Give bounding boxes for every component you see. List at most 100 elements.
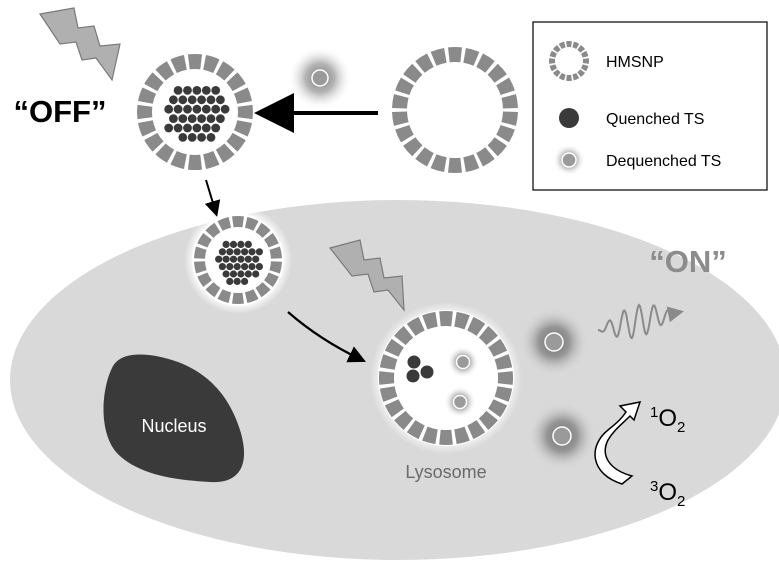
particle-shell-segment [566, 41, 572, 48]
trafficking-arrow [287, 311, 366, 363]
particle-shell-segment [430, 154, 447, 173]
particle-shell-segment [558, 73, 566, 81]
particle-shell-segment [501, 111, 518, 126]
particle-shell-segment [264, 233, 279, 248]
quenched-ts-dot [211, 123, 221, 133]
particle-shell-segment [232, 216, 244, 228]
quenched-ts-dot [201, 86, 211, 95]
particle-shell-segment [255, 222, 271, 238]
particle-shell-segment [392, 111, 409, 126]
quenched-ts-dot [192, 86, 202, 95]
particle-shell-segment [379, 371, 395, 385]
particle-shell-segment [549, 64, 557, 72]
particle-shell-segment [215, 61, 235, 81]
quenched-ts-dot [237, 270, 245, 278]
particle-shell-segment [233, 87, 252, 104]
quenched-ts-dot [206, 114, 216, 123]
particle-shell-segment [422, 426, 438, 445]
quenched-ts-dot [226, 277, 234, 285]
legend-label-dequenched: Dequenched TS [606, 153, 721, 170]
quenched-ts-dot [178, 133, 188, 142]
lysosome-particle [370, 302, 522, 454]
quenched-ts-dot [226, 248, 234, 256]
particle-shell-segment [155, 61, 175, 81]
quenched-ts-dot [197, 95, 207, 105]
particle-shell-segment [197, 233, 212, 248]
quenched-ts-dot [169, 114, 178, 123]
particle-shell-segment [501, 94, 518, 109]
lightning-bolt-icon [328, 239, 405, 312]
particle-shell-segment [395, 77, 414, 96]
particle-shell-segment [237, 104, 254, 120]
dequenched-ts-core [455, 354, 471, 370]
particle-shell-segment [487, 137, 507, 157]
particle-shell-segment [476, 147, 495, 167]
particle-shell-segment [496, 77, 515, 96]
quenched-ts-dot [216, 95, 225, 105]
particle-shell-segment [478, 326, 498, 346]
particle-shell-segment [403, 137, 423, 157]
quenched-ts-dot [420, 365, 434, 379]
particle-shell-segment [552, 69, 561, 78]
particle-shell-segment [406, 316, 425, 336]
particle-shell-segment [232, 292, 244, 304]
particle-shell-segment [384, 338, 404, 357]
particle-shell-segment [187, 53, 203, 70]
particle-shell-segment [233, 120, 252, 137]
particle-shell-segment [379, 354, 398, 370]
triplet-oxygen-label: 3O2 [650, 478, 685, 510]
legend-label-hmsnp: HMSNP [606, 54, 664, 71]
particle-shell-segment [269, 261, 282, 274]
particle-shell-segment [582, 58, 589, 64]
quenched-ts-dot [229, 240, 238, 248]
particle-shell-segment [194, 246, 207, 259]
particle-shell-segment [226, 132, 246, 152]
particle-shell-segment [422, 311, 438, 330]
oxygen-conversion-arrow [594, 401, 642, 485]
quenched-ts-dot [201, 123, 211, 133]
quenched-ts-dot [197, 133, 207, 142]
particle-shell-segment [215, 143, 235, 163]
particle-shell-segment [463, 47, 480, 66]
quenched-ts-dot [241, 248, 249, 256]
particle-shell-segment [566, 74, 572, 81]
quenched-ts-dot [192, 123, 202, 133]
particle-shell-segment [488, 399, 508, 418]
particle-shell-segment [264, 272, 279, 287]
particle-shell-segment [497, 371, 513, 385]
quenched-ts-dot [406, 369, 420, 383]
quenched-ts-dot [215, 255, 223, 263]
legend: HMSNP Quenched TS Dequenched TS [532, 21, 768, 191]
quenched-ts-dot [233, 248, 241, 256]
quenched-ts-dot [211, 86, 221, 95]
quenched-ts-dot [206, 133, 216, 142]
particle-shell-segment [138, 120, 157, 137]
particle-shell-segment [549, 50, 557, 58]
particle-shell-segment [394, 326, 414, 346]
hmsnp-loaded-particle [129, 46, 261, 178]
quenched-ts-dot [229, 255, 238, 263]
quenched-ts-dot [252, 255, 260, 263]
lysosome-label: Lysosome [405, 462, 486, 482]
quenched-ts-dot [222, 270, 230, 278]
quenched-ts-dot [222, 240, 230, 248]
quenched-ts-dot [206, 95, 216, 105]
particle-shell-segment [454, 311, 470, 330]
quenched-ts-dot [183, 123, 192, 133]
particle-shell-segment [415, 53, 434, 73]
quenched-ts-dot [244, 240, 252, 248]
released-dequenched-ts-core [544, 332, 564, 352]
particle-shell-segment [197, 272, 212, 287]
quenched-ts-dot [226, 263, 234, 271]
quenched-ts-dot [237, 240, 245, 248]
particle-shell-segment [494, 354, 513, 370]
particle-shell-segment [476, 53, 495, 73]
particle-shell-segment [205, 222, 221, 238]
particle-shell-segment [395, 124, 414, 143]
quenched-ts-dot [192, 104, 202, 114]
particle-shell-segment [581, 64, 589, 72]
quenched-ts-dot [183, 104, 192, 114]
quenched-ts-dot [229, 270, 238, 278]
quenched-ts-dot [252, 270, 260, 278]
